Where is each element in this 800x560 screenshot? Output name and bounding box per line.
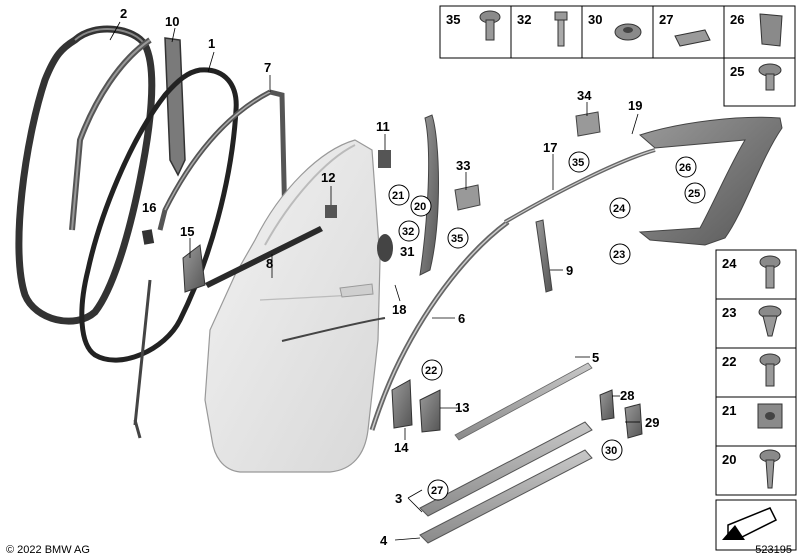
clip-26-icon bbox=[759, 13, 783, 47]
callout-12: 12 bbox=[321, 170, 335, 185]
sill-strip-4 bbox=[419, 449, 593, 544]
cover-14 bbox=[391, 379, 413, 429]
nut-21-icon bbox=[757, 403, 783, 429]
callout-10: 10 bbox=[165, 14, 179, 29]
screw-24-icon bbox=[759, 255, 781, 289]
circled-35-lower: 35 bbox=[451, 233, 463, 245]
circled-35-upper: 35 bbox=[572, 157, 584, 169]
clip-23-icon bbox=[758, 305, 782, 337]
sill-strip-3 bbox=[419, 421, 593, 517]
circled-32: 32 bbox=[402, 226, 414, 238]
callout-19: 19 bbox=[628, 98, 642, 113]
callout-4: 4 bbox=[380, 533, 388, 548]
circled-30: 30 bbox=[605, 445, 617, 457]
diagram-id: 523195 bbox=[755, 544, 792, 556]
nut-30-icon bbox=[614, 23, 642, 41]
callout-6: 6 bbox=[458, 311, 465, 326]
circled-refs bbox=[388, 151, 706, 501]
copyright-notice: © 2022 BMW AG bbox=[6, 544, 90, 556]
side-fastener-panel: 24 23 22 21 20 bbox=[715, 249, 797, 551]
panel-side-21: 21 bbox=[722, 403, 736, 418]
callout-9: 9 bbox=[566, 263, 573, 278]
callout-34: 34 bbox=[577, 88, 592, 103]
circled-27: 27 bbox=[431, 485, 443, 497]
end-cap-28 bbox=[599, 389, 615, 421]
door-handle-recess bbox=[339, 283, 374, 298]
callout-11: 11 bbox=[376, 119, 390, 134]
panel-top-26: 26 bbox=[730, 12, 744, 27]
panel-top-27: 27 bbox=[659, 12, 673, 27]
callout-28: 28 bbox=[620, 388, 634, 403]
panel-top-25: 25 bbox=[730, 64, 744, 79]
door-seal-inner bbox=[79, 67, 239, 363]
clip-12 bbox=[325, 205, 337, 218]
clip-27-icon bbox=[674, 29, 711, 47]
pillar-trim-9 bbox=[535, 219, 553, 293]
callout-29: 29 bbox=[645, 415, 659, 430]
callout-7: 7 bbox=[264, 60, 271, 75]
callout-2: 2 bbox=[120, 6, 127, 21]
belt-strip bbox=[205, 226, 323, 288]
panel-side-24: 24 bbox=[722, 256, 737, 271]
callout-13: 13 bbox=[455, 400, 469, 415]
screw-22-icon bbox=[759, 353, 781, 387]
circled-26: 26 bbox=[679, 162, 691, 174]
bolt-32-icon bbox=[554, 11, 568, 47]
screw-20-icon bbox=[759, 449, 781, 489]
leader-lines bbox=[109, 21, 640, 541]
circled-22: 22 bbox=[425, 365, 437, 377]
circled-21: 21 bbox=[392, 190, 404, 202]
callout-17: 17 bbox=[543, 140, 557, 155]
cap-31 bbox=[377, 234, 393, 262]
circled-23: 23 bbox=[613, 249, 625, 261]
cover-13 bbox=[419, 389, 441, 433]
circled-20: 20 bbox=[414, 201, 426, 213]
callout-1: 1 bbox=[208, 36, 215, 51]
sill-strip-5 bbox=[454, 362, 593, 441]
mirror-triangle-trim bbox=[182, 244, 206, 293]
callout-group: 2 10 1 7 11 12 16 15 8 31 18 6 9 5 13 14… bbox=[120, 6, 659, 548]
end-cap-29 bbox=[624, 403, 643, 439]
arrow-navigation-icon[interactable] bbox=[722, 507, 778, 540]
screw-25-icon bbox=[758, 63, 782, 91]
clip-11 bbox=[378, 150, 391, 168]
top-fastener-panel: 35 32 30 27 26 25 bbox=[439, 5, 796, 107]
circled-labels: 21 20 32 22 27 30 23 24 26 25 35 35 bbox=[392, 157, 700, 497]
circled-24: 24 bbox=[613, 203, 626, 215]
circled-25: 25 bbox=[688, 188, 700, 200]
callout-31: 31 bbox=[400, 244, 414, 259]
panel-side-20: 20 bbox=[722, 452, 736, 467]
panel-top-32: 32 bbox=[517, 12, 531, 27]
panel-side-22: 22 bbox=[722, 354, 736, 369]
callout-33: 33 bbox=[456, 158, 470, 173]
bracket-34 bbox=[575, 111, 601, 137]
clip-16 bbox=[141, 229, 155, 245]
callout-3: 3 bbox=[395, 491, 402, 506]
callout-14: 14 bbox=[394, 440, 409, 455]
panel-side-23: 23 bbox=[722, 305, 736, 320]
door-shell bbox=[204, 139, 381, 473]
callout-5: 5 bbox=[592, 350, 599, 365]
bracket-33 bbox=[454, 184, 481, 211]
pillar-seal bbox=[164, 37, 186, 177]
callout-16: 16 bbox=[142, 200, 156, 215]
callout-18: 18 bbox=[392, 302, 406, 317]
panel-top-35: 35 bbox=[446, 12, 460, 27]
b-pillar-trim bbox=[419, 114, 439, 276]
callout-15: 15 bbox=[180, 224, 194, 239]
screw-35-icon bbox=[479, 10, 501, 41]
panel-top-30: 30 bbox=[588, 12, 602, 27]
callout-8: 8 bbox=[266, 256, 273, 271]
roof-frame-trim bbox=[638, 116, 783, 246]
